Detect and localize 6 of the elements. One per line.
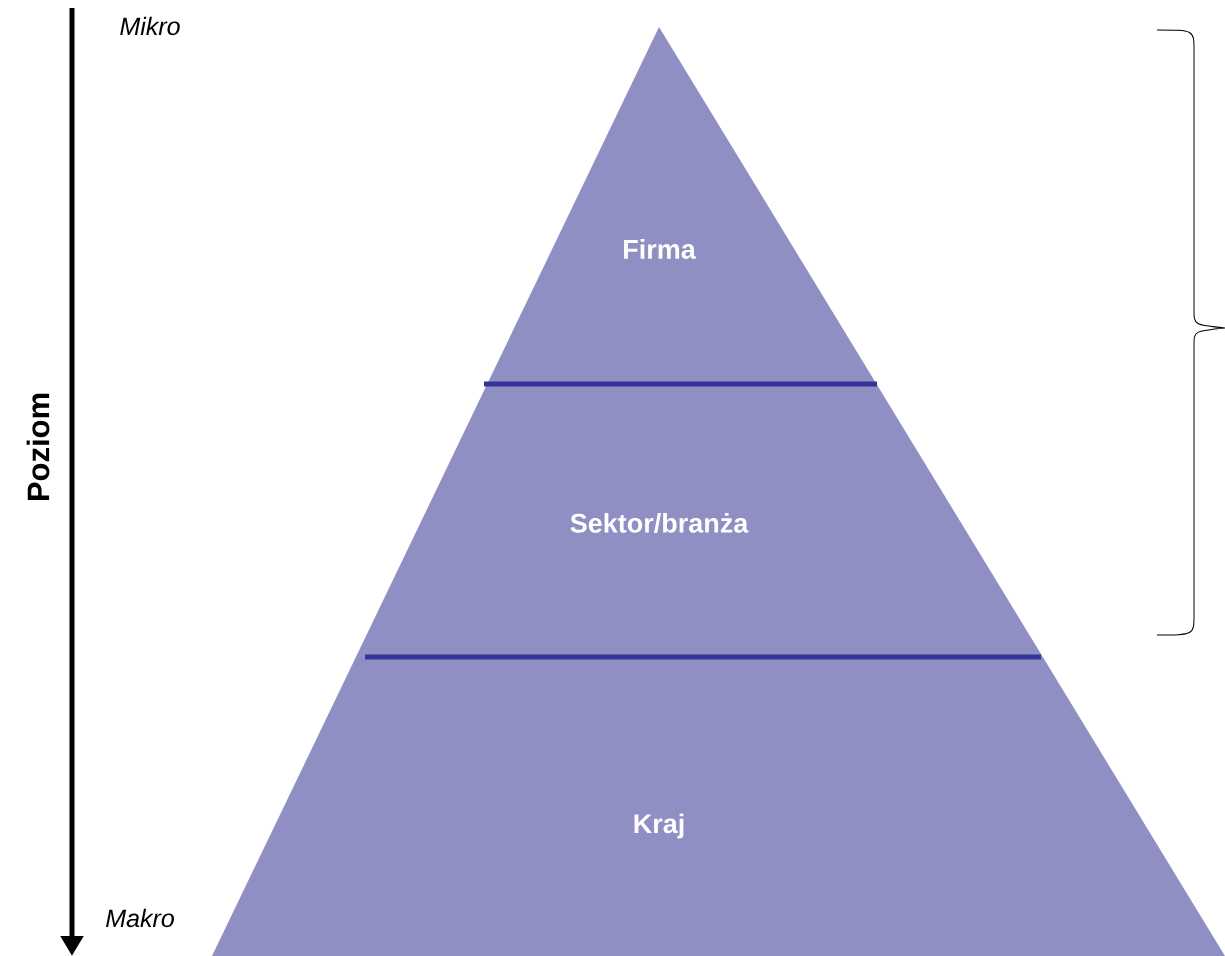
pyramid-band: Firma [487,27,877,384]
level-label: Mikro [120,16,180,36]
pyramid-band: Kraj [212,657,1225,956]
level-label: Makro [106,908,174,928]
axis-label: Poziom [26,393,50,501]
pyramid-band: Sektor/branża [355,384,1043,657]
